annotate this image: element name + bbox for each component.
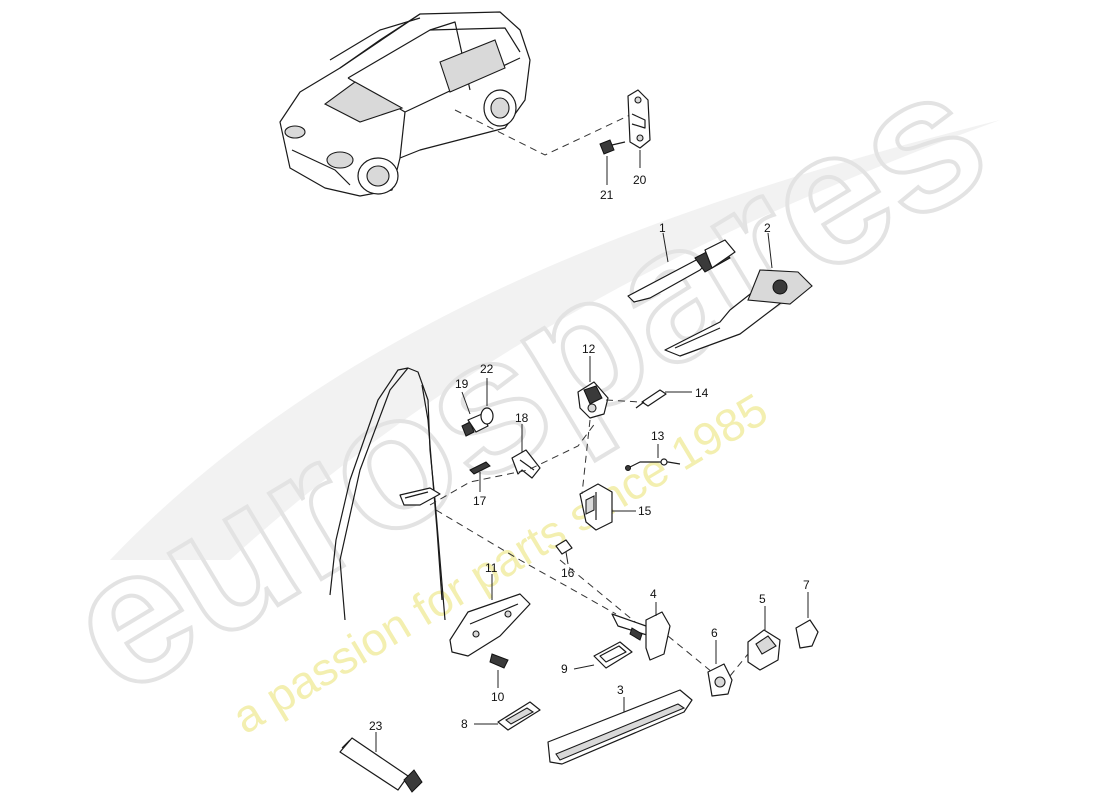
door-outline [329, 367, 446, 621]
callout-17: 17 [473, 494, 487, 508]
watermark-swoosh [110, 120, 1000, 560]
watermark: eurospares a passion for parts since 198… [30, 24, 1021, 744]
callout-12: 12 [582, 342, 596, 356]
callout-3: 3 [617, 683, 624, 697]
callout-6: 6 [711, 626, 718, 640]
part-10-screw [489, 653, 509, 669]
callout-19: 19 [455, 377, 469, 391]
callout-16: 16 [561, 566, 575, 580]
callout-8: 8 [461, 717, 468, 731]
part-17-pin [469, 461, 491, 475]
part-15-housing [579, 483, 613, 531]
callout-7: 7 [803, 578, 810, 592]
part-20-door-striker [627, 89, 651, 149]
part-5-cap [747, 629, 781, 671]
callout-14: 14 [695, 386, 709, 400]
part-14-rod [635, 389, 667, 409]
callout-11: 11 [485, 561, 498, 575]
part-16-clip [555, 539, 573, 555]
part-22-o-ring [480, 407, 494, 425]
part-8-gasket-plate [497, 701, 541, 731]
callout-4: 4 [650, 587, 657, 601]
callout-21: 21 [600, 188, 614, 202]
callout-15: 15 [638, 504, 652, 518]
vehicle-illustration [279, 11, 531, 197]
watermark-brand: eurospares [32, 26, 1019, 735]
callout-22: 22 [480, 362, 494, 376]
callout-5: 5 [759, 592, 766, 606]
part-6-cap [707, 663, 733, 697]
callout-1: 1 [659, 221, 666, 235]
part-23-grease-tube [339, 737, 423, 793]
part-7-cap [795, 619, 819, 649]
callout-18: 18 [515, 411, 529, 425]
part-12-lock [577, 381, 609, 419]
part-11-handle-carrier [449, 593, 531, 657]
callout-9: 9 [561, 662, 568, 676]
leader-vehicle-to-door-striker [454, 109, 631, 156]
callout-10: 10 [491, 690, 505, 704]
callout-20: 20 [633, 173, 647, 187]
part-3-outer-handle [547, 689, 693, 765]
callout-13: 13 [651, 429, 665, 443]
callout-2: 2 [764, 221, 771, 235]
part-2-remote-key [664, 269, 813, 357]
part-4-lock-cylinder [611, 611, 671, 661]
part-1-key [627, 239, 736, 303]
part-9-gasket [593, 641, 633, 669]
callout-23: 23 [369, 719, 383, 733]
part-13-cable [625, 458, 681, 471]
part-21-screw [599, 139, 626, 155]
